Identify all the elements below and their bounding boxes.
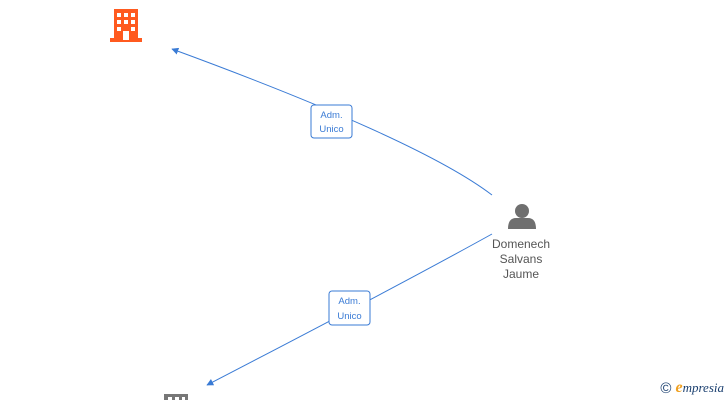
edge-label-adm-unico-bottom[interactable]: Adm. Unico bbox=[328, 290, 371, 326]
brand-logo: empresia bbox=[675, 379, 724, 397]
copyright-icon: © bbox=[660, 379, 672, 397]
edge-label-line-2: Unico bbox=[319, 124, 343, 135]
brand-rest: mpresia bbox=[682, 380, 724, 395]
brand-initial: e bbox=[675, 379, 683, 396]
company-node-top[interactable] bbox=[110, 9, 142, 42]
edge-label-line-2: Unico bbox=[337, 311, 361, 322]
company-node-bottom[interactable] bbox=[164, 394, 188, 400]
person-name-line-2: Salvans bbox=[500, 252, 543, 266]
edge-label-line-1: Adm. bbox=[320, 110, 342, 121]
edge-label-line-1: Adm. bbox=[338, 296, 360, 307]
edge-person-to-company-top: Adm. Unico bbox=[171, 47, 493, 196]
edge-line bbox=[206, 233, 493, 386]
person-icon bbox=[508, 204, 536, 229]
person-node[interactable]: Domenech Salvans Jaume bbox=[492, 204, 550, 281]
edge-label-adm-unico-top[interactable]: Adm. Unico bbox=[310, 104, 353, 139]
building-icon bbox=[164, 394, 188, 400]
person-name-line-1: Domenech bbox=[492, 237, 550, 251]
edge-line bbox=[171, 47, 493, 196]
edge-person-to-company-bottom: Adm. Unico bbox=[206, 233, 493, 386]
empresia-watermark[interactable]: © empresia bbox=[660, 379, 724, 397]
person-name-line-3: Jaume bbox=[503, 267, 539, 281]
building-icon bbox=[110, 9, 142, 42]
